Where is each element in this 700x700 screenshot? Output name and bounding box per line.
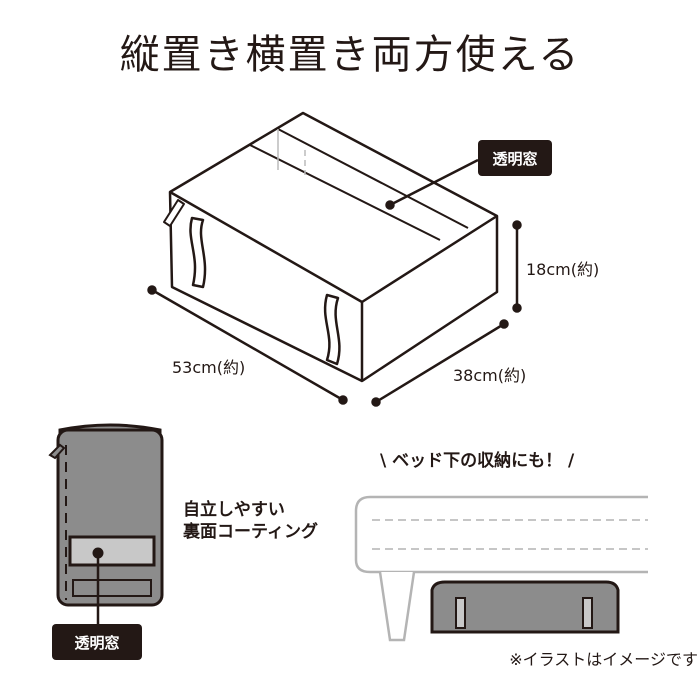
height-label: 18cm(約) (526, 260, 599, 279)
bed-illustration (354, 495, 648, 642)
box-under-bed (430, 580, 620, 634)
feature-line1: 自立しやすい (183, 499, 285, 520)
window-label-vertical: 透明窓 (74, 634, 119, 652)
bed-caption: \ ベッド下の収納にも！ / (380, 450, 575, 471)
page-title: 縦置き横置き両方使える (119, 32, 581, 78)
dimension-lines (147, 158, 522, 407)
depth-label: 38cm(約) (453, 366, 526, 385)
storage-box-vertical (48, 423, 164, 625)
window-label-box-vertical (52, 624, 142, 660)
window-label: 透明窓 (492, 150, 537, 168)
storage-box-horizontal (163, 111, 499, 383)
feature-line2: 裏面コーティング (182, 521, 318, 542)
window-label-box (478, 140, 552, 176)
width-label: 53cm(約) (172, 358, 245, 377)
disclaimer: ※イラストはイメージです (509, 650, 698, 669)
